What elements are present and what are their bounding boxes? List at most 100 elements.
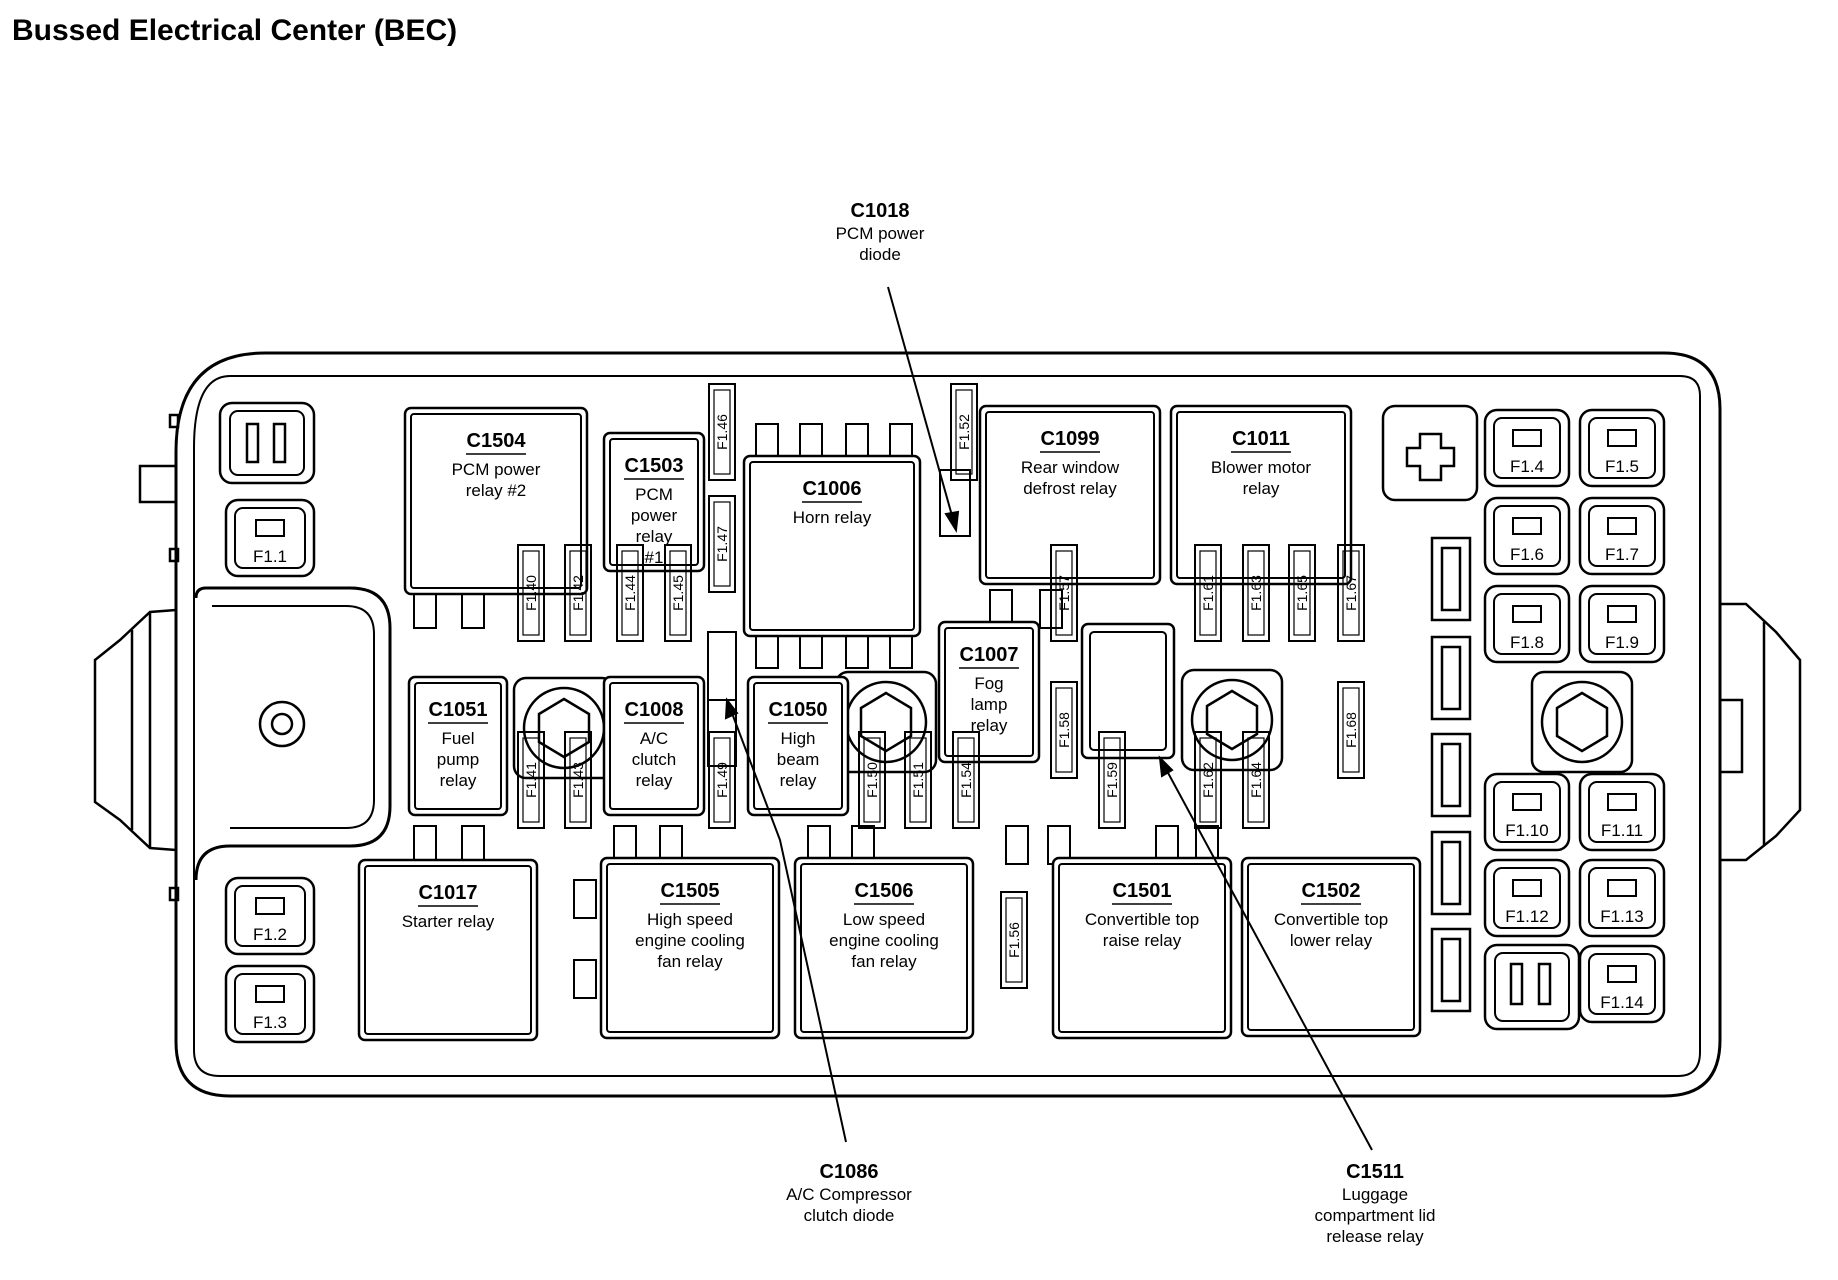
maxi-fuse-f1-13[interactable]: F1.13 (1578, 858, 1666, 938)
mini-fuse-f1-61[interactable]: F1.61 (1194, 544, 1222, 642)
maxi-fuse-f1-9[interactable]: F1.9 (1578, 584, 1666, 664)
relay-description-line: relay (1243, 479, 1280, 498)
fuse-element (863, 737, 881, 823)
fuse-body (1000, 891, 1028, 989)
callout-description-line: Luggage (1342, 1185, 1408, 1204)
relay-description-line: A/C (640, 729, 668, 748)
fuse-label: F1.54 (958, 762, 974, 798)
mini-fuse-f1-58[interactable]: F1.58 (1050, 681, 1078, 779)
maxi-fuse-f1-1[interactable]: F1.1 (224, 498, 316, 578)
fuse-body (564, 544, 592, 642)
mini-fuse-f1-52[interactable]: F1.52 (950, 383, 978, 481)
mini-fuse-f1-56[interactable]: F1.56 (1000, 891, 1028, 989)
relay-code: C1007 (960, 644, 1019, 666)
fuse-housing (1578, 772, 1666, 852)
relay-description-line: Convertible top (1085, 910, 1199, 929)
mini-fuse-f1-45[interactable]: F1.45 (664, 544, 692, 642)
maxi-fuse-f1-2[interactable]: F1.2 (224, 876, 316, 956)
maxi-fuse-f1-10[interactable]: F1.10 (1483, 772, 1571, 852)
maxi-fuse-f1-11[interactable]: F1.11 (1578, 772, 1666, 852)
mini-fuse-f1-41[interactable]: F1.41 (517, 731, 545, 829)
mini-fuse-f1-42[interactable]: F1.42 (564, 544, 592, 642)
mini-fuse-f1-67[interactable]: F1.67 (1337, 544, 1365, 642)
mini-fuse-f1-62[interactable]: F1.62 (1194, 731, 1222, 829)
fuse-label: F1.9 (1605, 633, 1639, 652)
fuse-window (1607, 879, 1637, 897)
relay-description-line: Fog (974, 674, 1003, 693)
callout-description-line: clutch diode (804, 1206, 895, 1225)
relay-housing (1169, 404, 1353, 586)
fuse-body (1588, 867, 1656, 929)
fuse-body (1194, 544, 1222, 642)
mini-fuse-f1-46[interactable]: F1.46 (708, 383, 736, 481)
relay-description-line: Low speed (843, 910, 925, 929)
mini-fuse-f1-44[interactable]: F1.44 (616, 544, 644, 642)
maxi-fuse-f1-7[interactable]: F1.7 (1578, 496, 1666, 576)
fuse-element (1103, 737, 1121, 823)
fuse-element (1055, 550, 1073, 636)
fuse-element (522, 737, 540, 823)
fuse-body (1288, 544, 1316, 642)
mini-fuse-f1-64[interactable]: F1.64 (1242, 731, 1270, 829)
mini-fuse-f1-59[interactable]: F1.59 (1098, 731, 1126, 829)
relay-housing (742, 454, 922, 638)
maxi-fuse-f1-12[interactable]: F1.12 (1483, 858, 1571, 938)
fuse-element (669, 550, 687, 636)
fuse-housing (1578, 496, 1666, 576)
fuse-label: F1.47 (714, 526, 730, 562)
relay-code: C1503 (625, 455, 684, 477)
mini-fuse-f1-43[interactable]: F1.43 (564, 731, 592, 829)
mini-fuse-f1-50[interactable]: F1.50 (858, 731, 886, 829)
mini-fuse-f1-65[interactable]: F1.65 (1288, 544, 1316, 642)
fuse-body (1493, 505, 1561, 567)
mounting-bolt (258, 700, 306, 748)
maxi-fuse-f1-6[interactable]: F1.6 (1483, 496, 1571, 576)
fuse-element (1247, 550, 1265, 636)
leader-lines (724, 286, 1373, 1151)
fuse-label: F1.50 (864, 762, 880, 798)
fuse-body (1050, 544, 1078, 642)
fuse-label: F1.8 (1510, 633, 1544, 652)
mini-fuse-f1-47[interactable]: F1.47 (708, 495, 736, 593)
fuse-body (1337, 681, 1365, 779)
relay-housing (1051, 856, 1233, 1040)
maxi-fuse-f1-4[interactable]: F1.4 (1483, 408, 1571, 488)
mini-fuse-f1-68[interactable]: F1.68 (1337, 681, 1365, 779)
fuse-label: F1.2 (253, 925, 287, 944)
maxi-fuse-f1-3[interactable]: F1.3 (224, 964, 316, 1044)
mini-fuse-f1-63[interactable]: F1.63 (1242, 544, 1270, 642)
fuse-housing (1578, 944, 1666, 1024)
mini-fuse-f1-57[interactable]: F1.57 (1050, 544, 1078, 642)
maxi-fuse-f1-5[interactable]: F1.5 (1578, 408, 1666, 488)
mini-fuse-f1-40[interactable]: F1.40 (517, 544, 545, 642)
relay-housing (357, 858, 539, 1042)
maxi-fuse-f1-8[interactable]: F1.8 (1483, 584, 1571, 664)
mini-fuse-f1-51[interactable]: F1.51 (904, 731, 932, 829)
mini-fuse-f1-54[interactable]: F1.54 (952, 731, 980, 829)
relay-code: C1502 (1302, 880, 1361, 902)
main-feed-connector (1381, 404, 1479, 502)
maxi-fuse-f1-14[interactable]: F1.14 (1578, 944, 1666, 1024)
fuse-element (569, 550, 587, 636)
mini-fuse-f1-49[interactable]: F1.49 (708, 731, 736, 829)
relay-housing (599, 856, 781, 1040)
callout-description-line: A/C Compressor (786, 1185, 912, 1204)
relay-description-line: relay (971, 716, 1008, 735)
fuse-label: F1.63 (1248, 575, 1264, 611)
